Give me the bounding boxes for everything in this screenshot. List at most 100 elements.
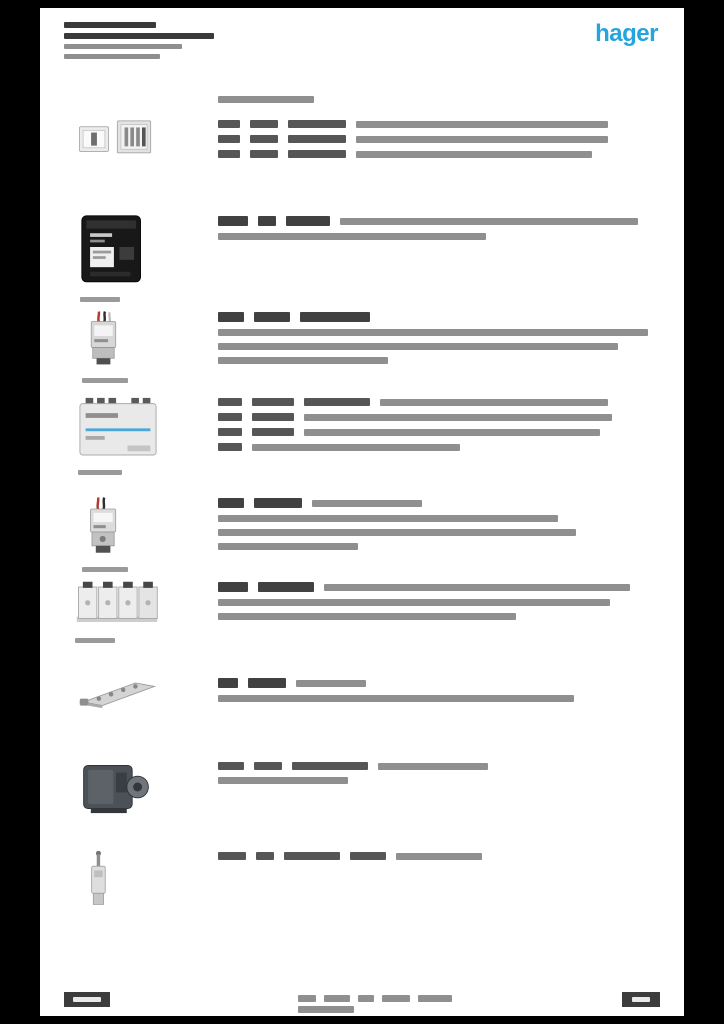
redacted-text-line (218, 599, 640, 606)
redacted-text-segment (64, 33, 214, 39)
redacted-text-segment (218, 216, 248, 226)
redacted-text-segment (324, 583, 630, 591)
redacted-text-line (218, 543, 586, 550)
page-title-block (64, 22, 224, 64)
redacted-text-segment (218, 777, 348, 784)
redacted-text-segment (324, 995, 350, 1002)
redacted-text-line (218, 357, 658, 364)
redacted-text-line (218, 695, 584, 702)
product-photo (82, 310, 128, 383)
product-row (60, 580, 660, 644)
redacted-text-segment (218, 852, 246, 860)
product-row (60, 396, 660, 475)
section-heading (218, 96, 324, 110)
redacted-text-segment (218, 498, 244, 508)
product-caption-bar (82, 566, 128, 572)
redacted-text-segment (254, 498, 302, 508)
redacted-text-segment (396, 852, 482, 860)
redacted-text-segment (340, 217, 638, 225)
redacted-text-line (218, 312, 658, 322)
redacted-text-segment (418, 995, 452, 1002)
redacted-text-segment (304, 413, 612, 421)
redacted-text-segment (358, 995, 374, 1002)
redacted-text-segment (218, 443, 242, 451)
redacted-text-segment (356, 135, 608, 143)
redacted-text-segment (218, 233, 486, 240)
product-row (60, 118, 660, 161)
redacted-text-segment (356, 120, 608, 128)
footer-center-text (298, 995, 460, 1017)
redacted-text-segment (256, 852, 274, 860)
product-photo (80, 214, 146, 302)
redacted-text-line (218, 582, 640, 592)
product-description-lines (218, 120, 618, 165)
redacted-text-segment (382, 995, 410, 1002)
product-description-lines (218, 398, 622, 458)
redacted-text-line (218, 398, 622, 406)
redacted-text-line (218, 515, 586, 522)
product-photo (75, 580, 159, 644)
redacted-text-line (218, 413, 622, 421)
redacted-text-line (298, 995, 460, 1002)
redacted-text-segment (218, 428, 242, 436)
product-caption-bar (78, 469, 122, 475)
redacted-text-line (218, 343, 658, 350)
product-row (60, 214, 660, 302)
footer-page-number-badge (622, 992, 660, 1007)
product-row (60, 760, 660, 821)
redacted-text-segment (218, 96, 314, 103)
redacted-text-segment (304, 428, 600, 436)
redacted-text-segment (218, 329, 648, 336)
redacted-text-line (218, 120, 618, 128)
redacted-text-segment (218, 120, 240, 128)
footer-left-badge-bar (73, 997, 101, 1002)
redacted-text-segment (298, 995, 316, 1002)
footer-left-badge (64, 992, 110, 1007)
redacted-text-segment (250, 120, 278, 128)
redacted-text-segment (288, 150, 346, 158)
redacted-text-segment (356, 150, 592, 158)
redacted-text-line (218, 150, 618, 158)
product-caption-bar (80, 296, 120, 302)
redacted-text-segment (258, 582, 314, 592)
product-description-lines (218, 762, 498, 791)
redacted-text-line (218, 529, 586, 536)
redacted-text-segment (250, 135, 278, 143)
redacted-text-line (218, 233, 648, 240)
redacted-text-segment (292, 762, 368, 770)
redacted-text-segment (380, 398, 608, 406)
product-row (60, 496, 660, 572)
redacted-text-segment (218, 762, 244, 770)
redacted-text-line (218, 762, 498, 770)
redacted-text-segment (296, 679, 366, 687)
busbar-image (79, 682, 157, 709)
redacted-text-segment (218, 678, 238, 688)
redacted-text-line (218, 777, 498, 784)
redacted-text-line (218, 428, 622, 436)
redacted-text-line (64, 22, 224, 28)
redacted-text-segment (252, 398, 294, 406)
product-photo (78, 118, 158, 161)
redacted-text-segment (218, 135, 240, 143)
redacted-text-segment (218, 312, 244, 322)
redacted-text-line (298, 1006, 460, 1013)
redacted-text-segment (218, 398, 242, 406)
redacted-text-segment (218, 695, 574, 702)
redacted-text-segment (64, 44, 182, 49)
product-caption-bar (82, 377, 128, 383)
redacted-text-segment (286, 216, 330, 226)
redacted-text-segment (254, 762, 282, 770)
micro-module-image (90, 310, 117, 365)
redacted-text-segment (284, 852, 340, 860)
redacted-text-line (218, 613, 640, 620)
redacted-text-segment (218, 413, 242, 421)
product-description-lines (218, 678, 584, 709)
product-photo (78, 396, 158, 475)
product-photo (84, 850, 118, 915)
product-description-lines (218, 582, 640, 627)
product-description-lines (218, 216, 648, 247)
redacted-text-segment (218, 357, 388, 364)
footer-page-number-bar (632, 997, 650, 1002)
redacted-text-line (218, 852, 492, 860)
redacted-text-line (64, 44, 224, 49)
